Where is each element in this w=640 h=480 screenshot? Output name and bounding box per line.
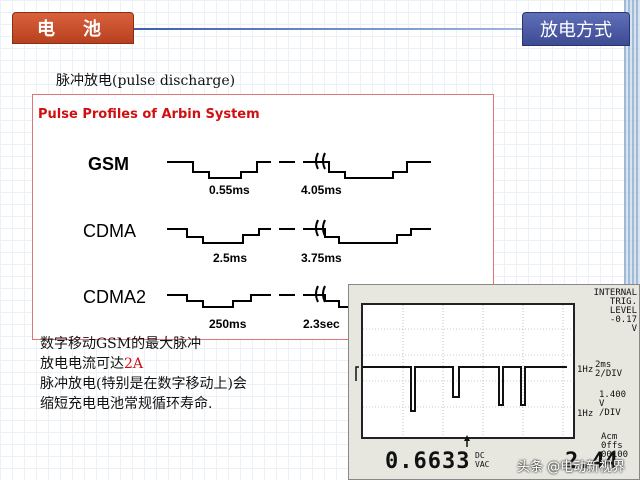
waveform-gsm	[167, 161, 431, 179]
offset-line-2: 0ffs	[601, 441, 623, 451]
section-tab: 电池	[12, 12, 134, 44]
description-line-4: 缩短充电电池常规循环寿命.	[40, 396, 213, 412]
trigger-line-4: -0.17	[609, 315, 637, 325]
row-label-gsm: GSM	[88, 154, 129, 174]
description-line-1: 数字移动GSM的最大脉冲	[40, 336, 202, 352]
ch2-scale-div: /DIV	[599, 408, 621, 418]
description-line-2: 放电电流可达2A	[40, 354, 247, 374]
pulse-width-cdma2: 250ms	[209, 317, 247, 331]
header-rule	[134, 28, 522, 30]
trigger-info: INTERNAL TRIG. LEVEL -0.17 V	[581, 289, 637, 334]
peak-current-value: 2A	[124, 356, 144, 372]
period-cdma2: 2.3sec	[303, 317, 340, 331]
tail-readout: 2.44	[565, 449, 618, 474]
trigger-line-3: LEVEL	[609, 306, 637, 316]
ch2-scale-unit: V	[599, 399, 605, 409]
mode-indicator: DC VAC	[475, 451, 489, 469]
pulse-width-cdma: 2.5ms	[213, 251, 247, 265]
row-label-cdma: CDMA	[83, 221, 136, 241]
ch1-marker: 1Hz	[577, 365, 594, 375]
trigger-line-5: V	[631, 324, 637, 334]
row-label-cdma2: CDMA2	[83, 287, 146, 307]
mode-line-1: DC	[475, 451, 485, 460]
period-gsm: 4.05ms	[301, 183, 342, 197]
ch2-marker: 1Hz	[577, 409, 594, 419]
scope-waveform	[363, 366, 567, 412]
ch2-scale-value: 1.400	[599, 390, 627, 400]
waveform-cdma	[167, 228, 431, 244]
trigger-line-2: TRIG.	[609, 297, 637, 307]
ch2-scale: 1.400 V /DIV	[599, 391, 626, 418]
ch1-scale-unit: 2/DIV	[595, 369, 623, 379]
trigger-marker-icon	[464, 435, 470, 441]
offset-line-3: 00100	[601, 450, 629, 460]
topic-tab: 放电方式	[522, 12, 630, 46]
description-line-3: 脉冲放电(特别是在数字移动上)会	[40, 376, 247, 392]
trigger-line-1: INTERNAL	[593, 288, 637, 298]
slide-subtitle: 脉冲放电(pulse discharge)	[56, 73, 236, 89]
main-readout: 0.6633	[385, 449, 471, 474]
break-mark-gsm	[315, 152, 326, 170]
mode-line-2: VAC	[475, 460, 490, 469]
description: 数字移动GSM的最大脉冲 放电电流可达2A 脉冲放电(特别是在数字移动上)会 缩…	[40, 334, 247, 414]
oscilloscope-display: INTERNAL TRIG. LEVEL -0.17 V 1Hz 2ms 2/D…	[348, 284, 640, 480]
watermark: 头条 @电动新视界	[517, 460, 626, 475]
break-mark-cdma2	[315, 285, 326, 303]
ch1-scale: 2ms 2/DIV	[595, 361, 622, 379]
offset-info: Acm 0ffs 00100	[601, 433, 628, 460]
pulse-waveforms: GSM 0.55ms 4.05ms CDMA 2.5ms 3.75ms CDMA…	[83, 152, 431, 331]
period-cdma: 3.75ms	[301, 251, 342, 265]
description-line-2-text: 放电电流可达	[40, 356, 124, 372]
scope-trace	[355, 305, 573, 447]
ch1-scale-value: 2ms	[595, 360, 612, 370]
pulse-width-gsm: 0.55ms	[209, 183, 250, 197]
break-mark-cdma	[315, 219, 326, 237]
panel-title: Pulse Profiles of Arbin System	[38, 107, 260, 122]
offset-line-1: Acm	[601, 432, 618, 442]
pulse-profile-panel: Pulse Profiles of Arbin System GSM 0.55m…	[32, 94, 494, 340]
